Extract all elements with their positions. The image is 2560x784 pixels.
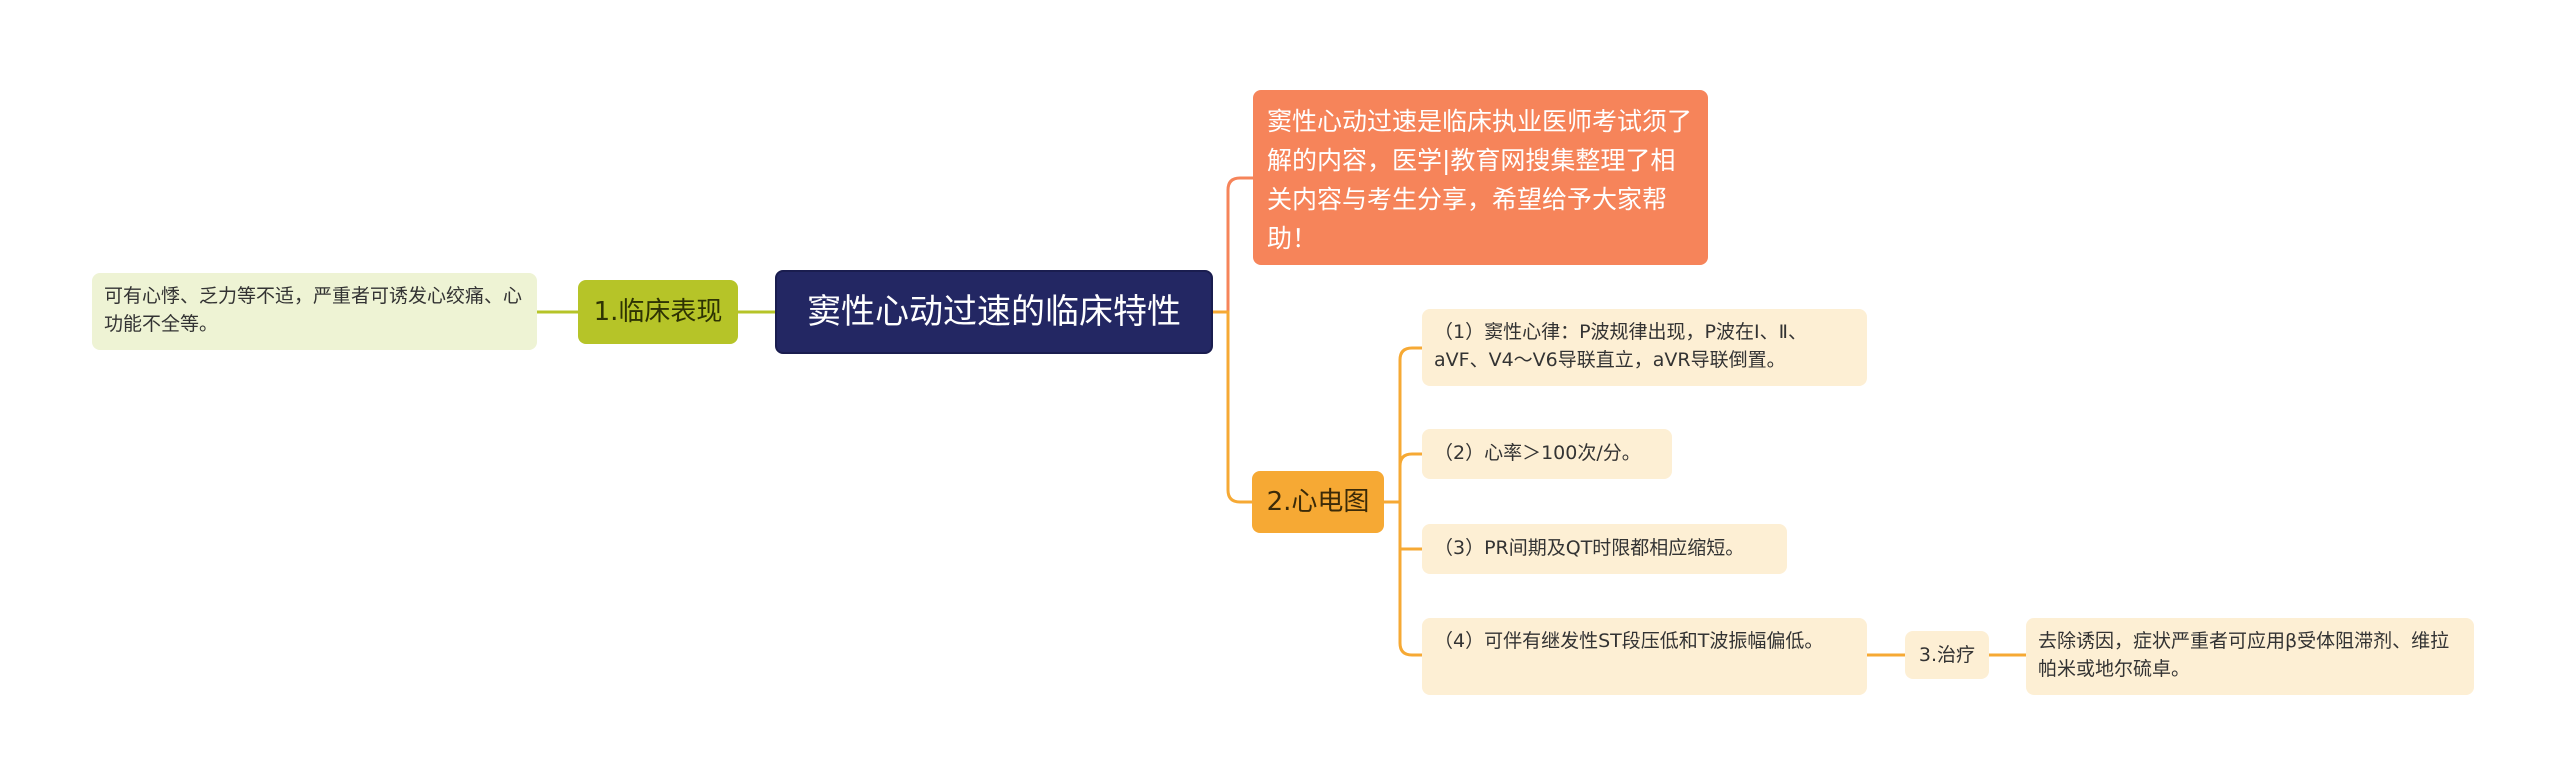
branch-clinical-manifestation[interactable]: 1.临床表现 [578, 280, 738, 344]
leaf-treatment-detail[interactable]: 去除诱因，症状严重者可应用β受体阻滞剂、维拉帕米或地尔硫卓。 [2026, 618, 2474, 695]
intro-note[interactable]: 窦性心动过速是临床执业医师考试须了解的内容，医学|教育网搜集整理了相关内容与考生… [1253, 90, 1708, 265]
ecg-item-text: （2）心率＞100次/分。 [1434, 442, 1641, 465]
ecg-item-pr-qt[interactable]: （3）PR间期及QT时限都相应缩短。 [1422, 524, 1787, 574]
ecg-item-st-t[interactable]: （4）可伴有继发性ST段压低和T波振幅偏低。 [1422, 618, 1867, 695]
branch-treatment-label: 3.治疗 [1918, 643, 1976, 666]
connector-ecg-item3 [1398, 502, 1422, 551]
root-topic-label: 窦性心动过速的临床特性 [807, 291, 1181, 332]
intro-note-text: 窦性心动过速是临床执业医师考试须了解的内容，医学|教育网搜集整理了相关内容与考生… [1267, 107, 1693, 253]
ecg-item-text: （4）可伴有继发性ST段压低和T波振幅偏低。 [1434, 630, 1824, 652]
leaf-clinical-detail[interactable]: 可有心悸、乏力等不适，严重者可诱发心绞痛、心功能不全等。 [92, 273, 537, 350]
connector-ecg-item2 [1398, 452, 1422, 467]
ecg-item-sinus-rhythm[interactable]: （1）窦性心律：P波规律出现，P波在Ⅰ、Ⅱ、aVF、V4～V6导联直立，aVR导… [1422, 309, 1867, 386]
connector-ecg-item4 [1398, 502, 1422, 657]
root-topic[interactable]: 窦性心动过速的临床特性 [775, 270, 1213, 354]
branch-ecg[interactable]: 2.心电图 [1252, 471, 1384, 533]
branch-clinical-label: 1.临床表现 [593, 296, 723, 327]
leaf-clinical-text: 可有心悸、乏力等不适，严重者可诱发心绞痛、心功能不全等。 [104, 285, 523, 335]
ecg-item-text: （1）窦性心律：P波规律出现，P波在Ⅰ、Ⅱ、aVF、V4～V6导联直立，aVR导… [1434, 321, 1807, 371]
leaf-treatment-text: 去除诱因，症状严重者可应用β受体阻滞剂、维拉帕米或地尔硫卓。 [2038, 630, 2450, 680]
connector-root-ecg [1213, 310, 1252, 504]
connector-root-intro [1213, 176, 1253, 314]
ecg-item-heart-rate[interactable]: （2）心率＞100次/分。 [1422, 429, 1672, 479]
branch-ecg-label: 2.心电图 [1266, 486, 1370, 517]
connector-ecg-item1 [1398, 346, 1422, 502]
branch-treatment[interactable]: 3.治疗 [1905, 631, 1989, 679]
ecg-item-text: （3）PR间期及QT时限都相应缩短。 [1434, 537, 1745, 560]
